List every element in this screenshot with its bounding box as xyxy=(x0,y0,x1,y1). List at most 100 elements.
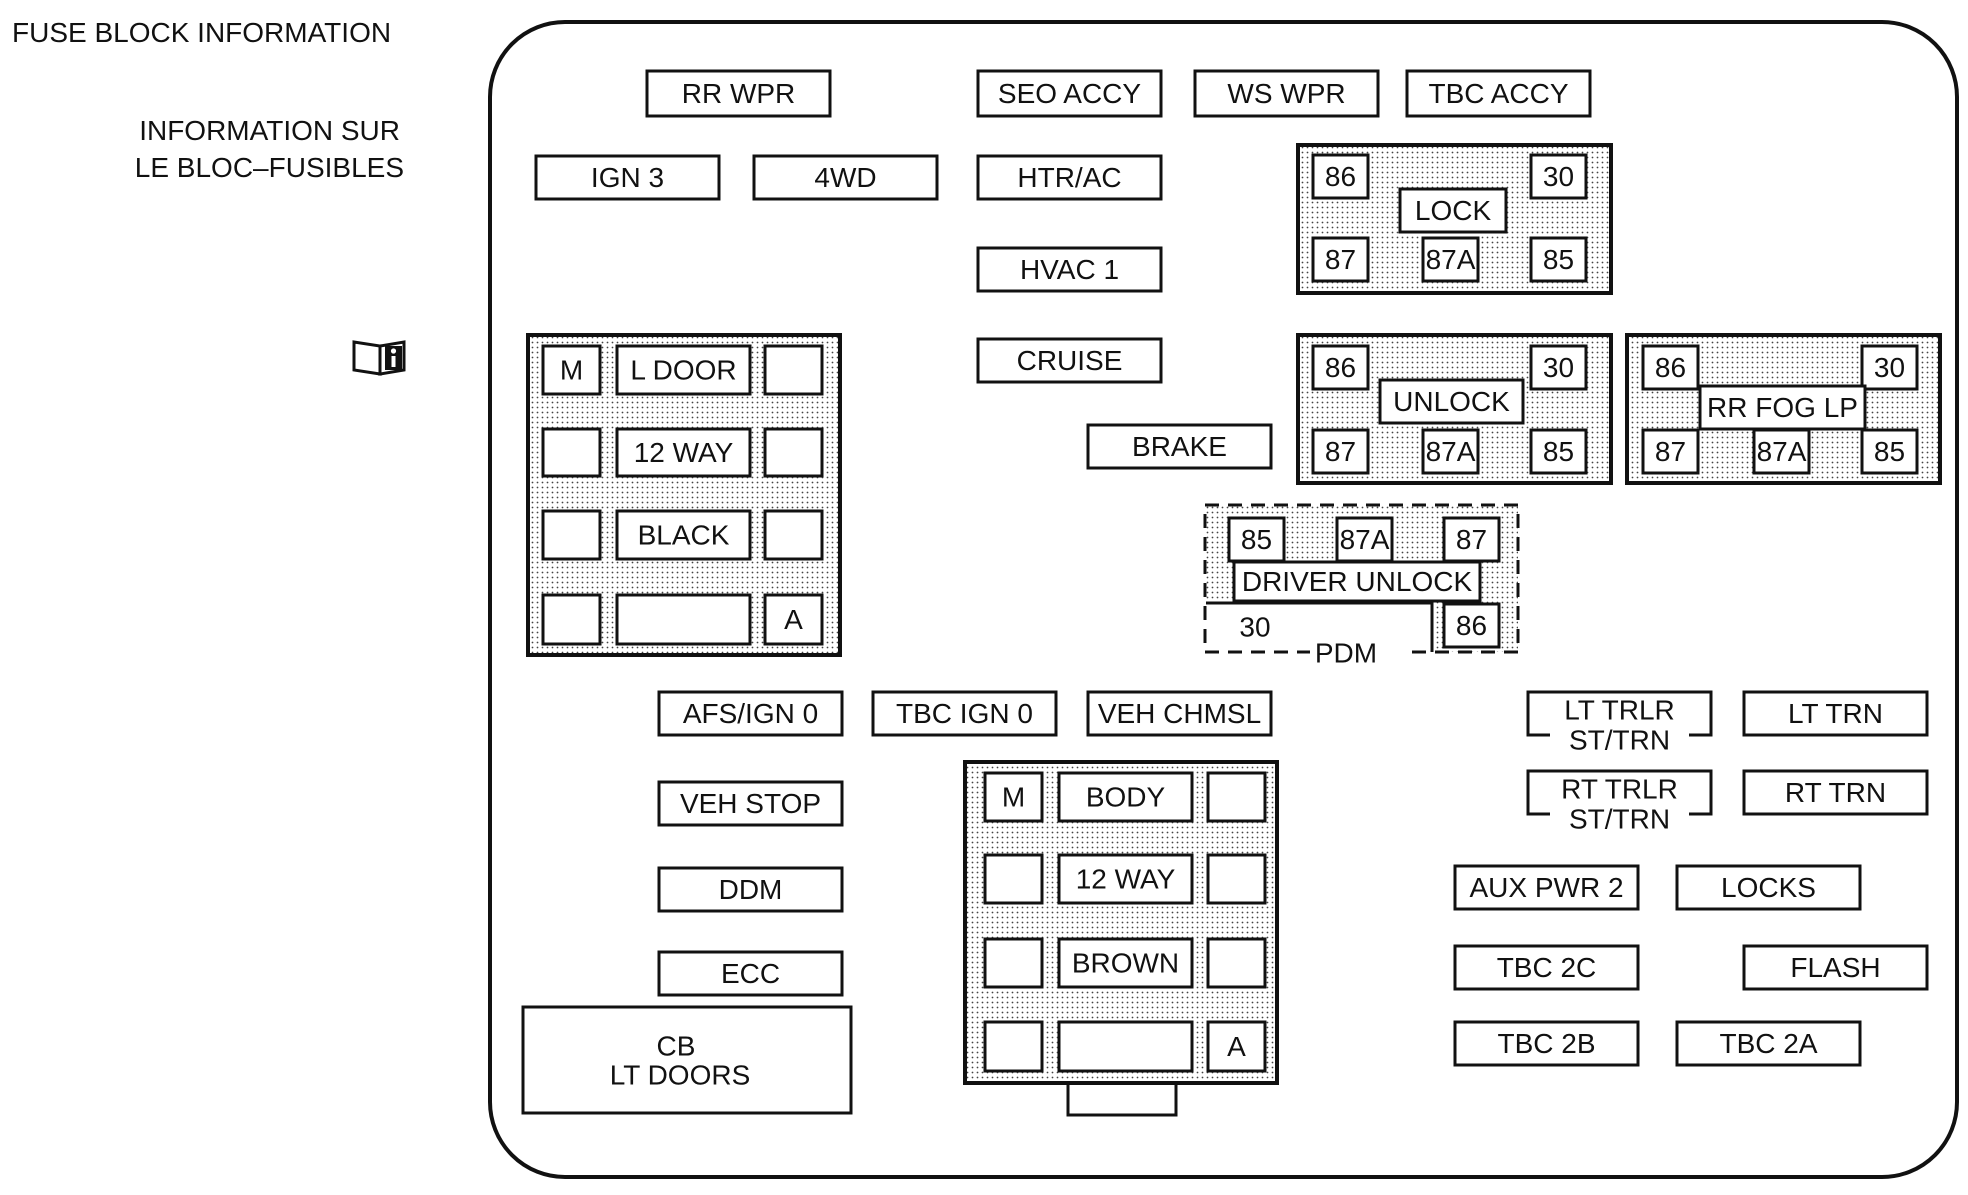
svg-text:87: 87 xyxy=(1456,524,1487,555)
fuse-rt-trlr-st-trn: RT TRLR ST/TRN xyxy=(1526,769,1713,835)
svg-text:87: 87 xyxy=(1325,436,1356,467)
svg-text:TBC 2B: TBC 2B xyxy=(1497,1028,1595,1059)
svg-text:IGN 3: IGN 3 xyxy=(591,162,664,193)
svg-text:30: 30 xyxy=(1239,612,1270,643)
relay-rr-fog-lp: 86 30 RR FOG LP 87 87A 85 xyxy=(1625,333,1942,485)
fuse-cruise: CRUISE xyxy=(976,337,1163,384)
svg-text:87A: 87A xyxy=(1340,524,1390,555)
svg-text:30: 30 xyxy=(1874,352,1905,383)
svg-text:4WD: 4WD xyxy=(814,162,876,193)
svg-text:TBC IGN 0: TBC IGN 0 xyxy=(896,698,1033,729)
svg-text:VEH CHMSL: VEH CHMSL xyxy=(1098,698,1261,729)
svg-text:TBC ACCY: TBC ACCY xyxy=(1428,78,1568,109)
svg-text:87A: 87A xyxy=(1757,436,1807,467)
svg-text:12 WAY: 12 WAY xyxy=(634,437,734,468)
svg-text:ST/TRN: ST/TRN xyxy=(1569,804,1670,835)
svg-text:DRIVER UNLOCK: DRIVER UNLOCK xyxy=(1242,566,1473,597)
fuse-rr-wpr: RR WPR xyxy=(645,69,832,118)
connector-l-door-12-way-black: M L DOOR 12 WAY BLACK A xyxy=(526,333,842,657)
svg-text:RR FOG LP: RR FOG LP xyxy=(1707,392,1858,423)
svg-text:A: A xyxy=(1227,1031,1246,1062)
fuse-aux-pwr-2: AUX PWR 2 xyxy=(1453,864,1640,911)
svg-text:86: 86 xyxy=(1325,161,1356,192)
owner-manual-info-icon xyxy=(352,340,406,376)
svg-text:SEO ACCY: SEO ACCY xyxy=(998,78,1141,109)
svg-text:86: 86 xyxy=(1655,352,1686,383)
fuse-tbc-accy: TBC ACCY xyxy=(1405,69,1592,118)
svg-text:RT TRN: RT TRN xyxy=(1785,777,1886,808)
svg-text:CRUISE: CRUISE xyxy=(1017,345,1123,376)
svg-text:CB: CB xyxy=(657,1031,696,1062)
relay-driver-unlock: 85 87A 87 DRIVER UNLOCK 30 86 PDM xyxy=(1203,503,1520,669)
svg-text:87: 87 xyxy=(1655,436,1686,467)
svg-text:BRAKE: BRAKE xyxy=(1132,431,1227,462)
fuse-tbc-2c: TBC 2C xyxy=(1453,944,1640,991)
fuse-ecc: ECC xyxy=(657,950,844,997)
svg-text:RT TRLR: RT TRLR xyxy=(1561,774,1678,805)
fuse-afs-ign-0: AFS/IGN 0 xyxy=(657,690,844,737)
svg-text:RR WPR: RR WPR xyxy=(682,78,796,109)
svg-text:PDM: PDM xyxy=(1315,638,1377,669)
svg-text:LT DOORS: LT DOORS xyxy=(610,1060,751,1091)
svg-text:TBC 2C: TBC 2C xyxy=(1497,952,1597,983)
svg-text:AUX PWR 2: AUX PWR 2 xyxy=(1469,872,1623,903)
svg-text:87A: 87A xyxy=(1426,244,1476,275)
svg-text:ST/TRN: ST/TRN xyxy=(1569,725,1670,756)
svg-text:LOCKS: LOCKS xyxy=(1721,872,1816,903)
fuse-htr-ac: HTR/AC xyxy=(976,154,1163,201)
fuse-tbc-2a: TBC 2A xyxy=(1675,1020,1862,1067)
svg-text:BODY: BODY xyxy=(1086,782,1166,813)
svg-text:M: M xyxy=(1002,782,1025,813)
diagram-title: FUSE BLOCK INFORMATION xyxy=(12,17,391,48)
fuse-block-outline xyxy=(488,20,1959,1179)
svg-text:BROWN: BROWN xyxy=(1072,948,1179,979)
svg-text:85: 85 xyxy=(1543,436,1574,467)
fuse-tbc-ign-0: TBC IGN 0 xyxy=(871,690,1058,737)
subtitle-line-2: LE BLOC–FUSIBLES xyxy=(135,152,404,183)
svg-text:A: A xyxy=(784,604,803,635)
fuse-ddm: DDM xyxy=(657,866,844,913)
subtitle-line-1: INFORMATION SUR xyxy=(139,115,400,146)
svg-text:LOCK: LOCK xyxy=(1415,195,1492,226)
svg-text:L DOOR: L DOOR xyxy=(630,355,736,386)
svg-text:FLASH: FLASH xyxy=(1790,952,1880,983)
fuse-flash: FLASH xyxy=(1742,944,1929,991)
fuse-rt-trn: RT TRN xyxy=(1742,769,1929,816)
fuse-veh-chmsl: VEH CHMSL xyxy=(1086,690,1273,737)
fuse-locks: LOCKS xyxy=(1675,864,1862,911)
svg-text:HVAC 1: HVAC 1 xyxy=(1020,254,1119,285)
svg-text:ECC: ECC xyxy=(721,958,780,989)
svg-text:LT TRN: LT TRN xyxy=(1788,698,1883,729)
svg-text:DDM: DDM xyxy=(719,874,783,905)
svg-text:30: 30 xyxy=(1543,161,1574,192)
svg-text:87: 87 xyxy=(1325,244,1356,275)
svg-text:BLACK: BLACK xyxy=(638,520,730,551)
circuit-breaker-lt-doors: CB LT DOORS xyxy=(521,1005,853,1115)
svg-text:UNLOCK: UNLOCK xyxy=(1393,386,1510,417)
fuse-brake: BRAKE xyxy=(1086,423,1273,470)
relay-lock: 86 30 LOCK 87 87A 85 xyxy=(1296,143,1613,295)
relay-unlock: 86 30 UNLOCK 87 87A 85 xyxy=(1296,333,1613,485)
svg-text:30: 30 xyxy=(1543,352,1574,383)
fuse-hvac-1: HVAC 1 xyxy=(976,246,1163,293)
svg-text:WS WPR: WS WPR xyxy=(1227,78,1345,109)
svg-text:86: 86 xyxy=(1325,352,1356,383)
fuse-seo-accy: SEO ACCY xyxy=(976,69,1163,118)
fuse-lt-trn: LT TRN xyxy=(1742,690,1929,737)
svg-text:M: M xyxy=(560,355,583,386)
connector-body-12-way-brown: M BODY 12 WAY BROWN A xyxy=(963,760,1279,1117)
svg-text:12 WAY: 12 WAY xyxy=(1076,864,1176,895)
fuse-lt-trlr-st-trn: LT TRLR ST/TRN xyxy=(1526,690,1713,756)
fuse-4wd: 4WD xyxy=(752,154,939,201)
fuse-ign-3: IGN 3 xyxy=(534,154,721,201)
svg-text:85: 85 xyxy=(1241,524,1272,555)
svg-text:VEH STOP: VEH STOP xyxy=(680,788,821,819)
svg-text:AFS/IGN 0: AFS/IGN 0 xyxy=(683,698,818,729)
fuse-tbc-2b: TBC 2B xyxy=(1453,1020,1640,1067)
svg-text:86: 86 xyxy=(1456,610,1487,641)
svg-text:LT TRLR: LT TRLR xyxy=(1564,695,1674,726)
svg-text:87A: 87A xyxy=(1426,436,1476,467)
fuse-ws-wpr: WS WPR xyxy=(1193,69,1380,118)
svg-text:85: 85 xyxy=(1543,244,1574,275)
